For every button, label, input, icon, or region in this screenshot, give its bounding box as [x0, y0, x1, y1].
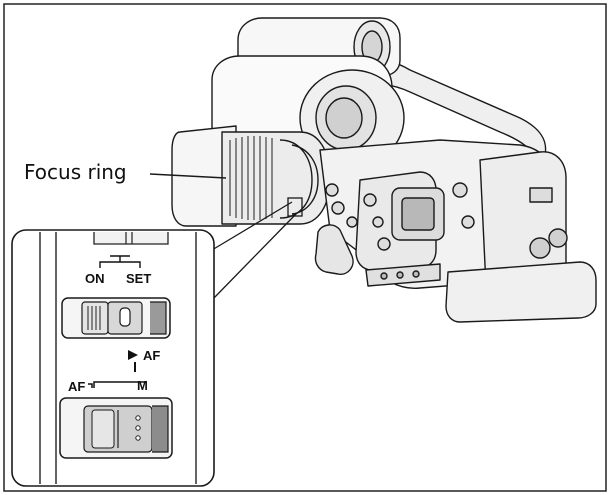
- lock-on-label: ON: [85, 271, 105, 286]
- zoom-line-bottom: [211, 213, 297, 301]
- manual-mode-label: M: [137, 378, 148, 393]
- af-position-label: AF: [143, 348, 161, 363]
- switch-inset: [11, 229, 215, 487]
- af-arrow-icon: [128, 350, 138, 360]
- lock-set-label: SET: [126, 271, 152, 286]
- af-mode-label: AF: [68, 379, 86, 394]
- lens-switch-marker: [287, 197, 303, 217]
- zoom-line-top: [211, 201, 293, 251]
- callout-leader: [149, 173, 227, 179]
- camcorder-illustration: [171, 17, 597, 323]
- focus-ring-label: Focus ring: [24, 160, 127, 184]
